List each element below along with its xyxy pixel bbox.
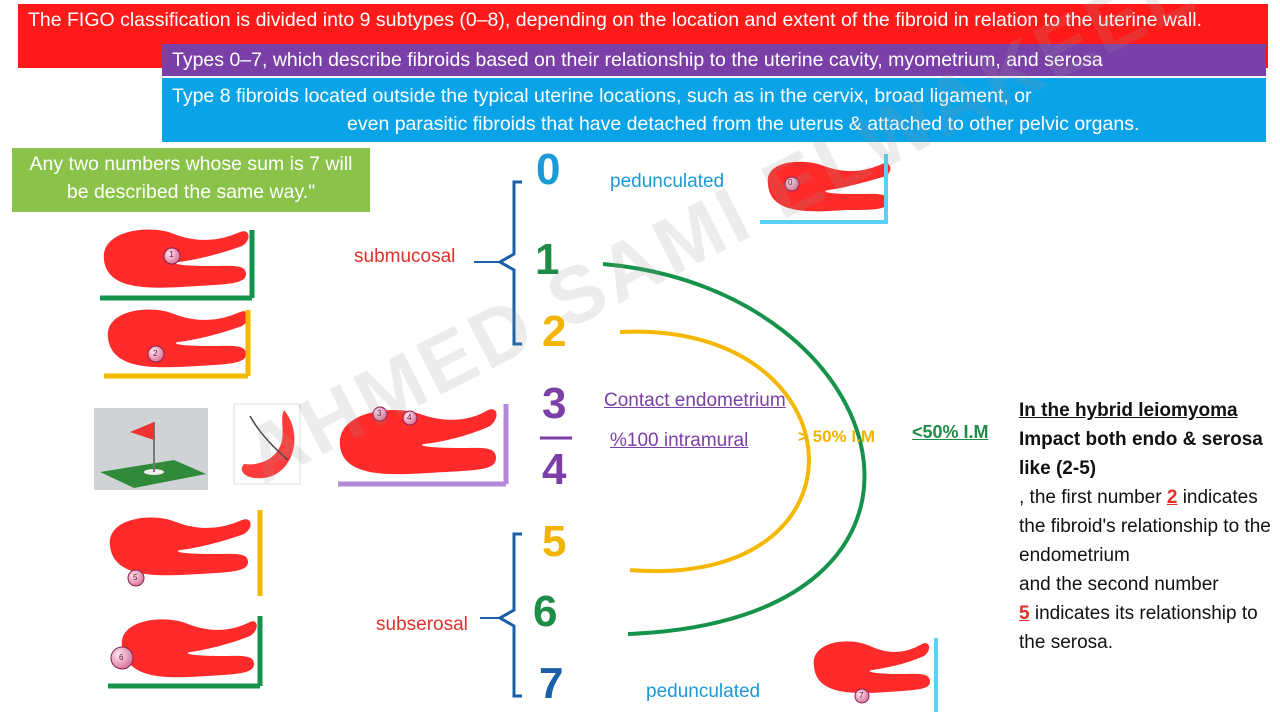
badge-5: 5 (133, 573, 138, 582)
subserosal-brace (496, 532, 522, 698)
tip-box: Any two numbers whose sum is 7 will be d… (12, 148, 370, 212)
type-number-4: 4 (542, 445, 567, 494)
type-number-3: 3 (542, 379, 567, 428)
header-line3b: even parasitic fibroids that have detach… (347, 113, 1140, 135)
uterus-type7 (813, 638, 938, 712)
uterus-type0 (760, 154, 891, 224)
arc-yellow-2-5 (619, 329, 811, 574)
lt50-label: <50% I.M (912, 422, 989, 442)
badge-3: 3 (377, 409, 382, 418)
type-number-7: 7 (539, 659, 564, 708)
arc-green-1-6 (602, 262, 867, 636)
submucosal-label: submucosal (354, 246, 456, 267)
intramural-100-label: %100 intramural (610, 430, 749, 451)
type-number-6: 6 (533, 587, 558, 636)
badge-2: 2 (153, 349, 158, 358)
uterus-type2 (104, 309, 251, 379)
tip-text: Any two numbers whose sum is 7 will be d… (29, 153, 353, 203)
header-banner-blue: Type 8 fibroids located outside the typi… (162, 78, 1266, 142)
header-line1: The FIGO classification is divided into … (28, 9, 1202, 31)
golf-flag-image (94, 408, 208, 490)
header-line3a: Type 8 fibroids located outside the typi… (172, 85, 1032, 107)
hybrid-p4: indicates its relationship to the serosa… (1019, 603, 1258, 653)
subserosal-label: subserosal (376, 614, 468, 635)
hybrid-n1: 2 (1166, 487, 1178, 508)
hybrid-p3: and the second number (1019, 574, 1219, 595)
type-number-0: 0 (536, 145, 561, 194)
type-number-5: 5 (542, 517, 567, 566)
hybrid-title: In the hybrid leiomyoma (1019, 400, 1238, 421)
contact-endometrium-label: Contact endometrium (604, 390, 786, 411)
ge50-label: > 50% I.M (798, 427, 876, 446)
uterus-type1 (100, 229, 255, 301)
header-banner-purple: Types 0–7, which describe fibroids based… (162, 44, 1266, 76)
hybrid-p2: indicates the fibroid's relationship to … (1019, 487, 1271, 566)
hybrid-impact: Impact both endo & serosa like (2-5) (1019, 429, 1263, 479)
hybrid-n2: 5 (1019, 603, 1030, 624)
uterus-type5 (109, 510, 263, 596)
pedunculated-bottom-label: pedunculated (646, 681, 761, 702)
uterus-sketch-image (233, 403, 301, 485)
badge-0: 0 (788, 178, 793, 187)
badge-7: 7 (859, 691, 864, 700)
uterus-type6 (108, 616, 263, 689)
type-number-1: 1 (535, 235, 560, 284)
badge-1: 1 (169, 250, 174, 259)
hybrid-note: In the hybrid leiomyoma Impact both endo… (1019, 396, 1279, 657)
uterus-type3-4 (338, 404, 509, 487)
badge-4: 4 (407, 413, 412, 422)
badge-6: 6 (119, 653, 124, 662)
type-number-2: 2 (542, 307, 567, 356)
header-line2: Types 0–7, which describe fibroids based… (172, 49, 1103, 71)
hybrid-p1: , the first number (1019, 487, 1162, 508)
pedunculated-top-label: pedunculated (610, 171, 725, 192)
